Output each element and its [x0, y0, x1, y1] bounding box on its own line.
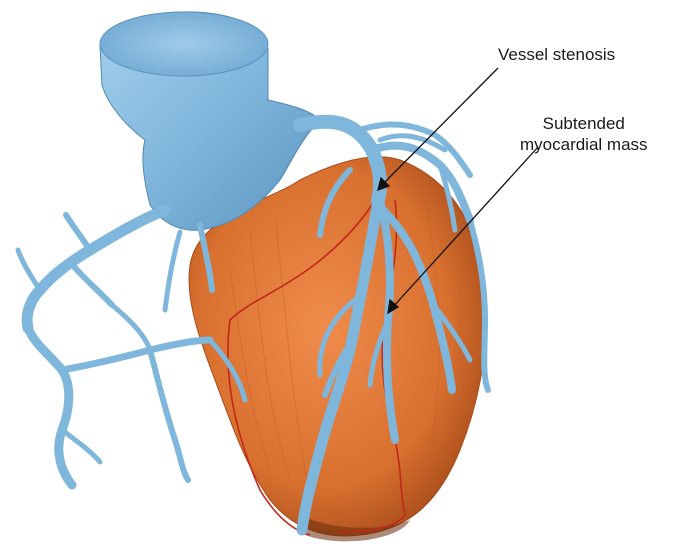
- label-subtended-line2: myocardial mass: [520, 134, 648, 155]
- label-subtended-line1: Subtended: [520, 113, 648, 134]
- label-subtended-mass: Subtended myocardial mass: [520, 113, 648, 155]
- label-vessel-stenosis: Vessel stenosis: [498, 44, 615, 65]
